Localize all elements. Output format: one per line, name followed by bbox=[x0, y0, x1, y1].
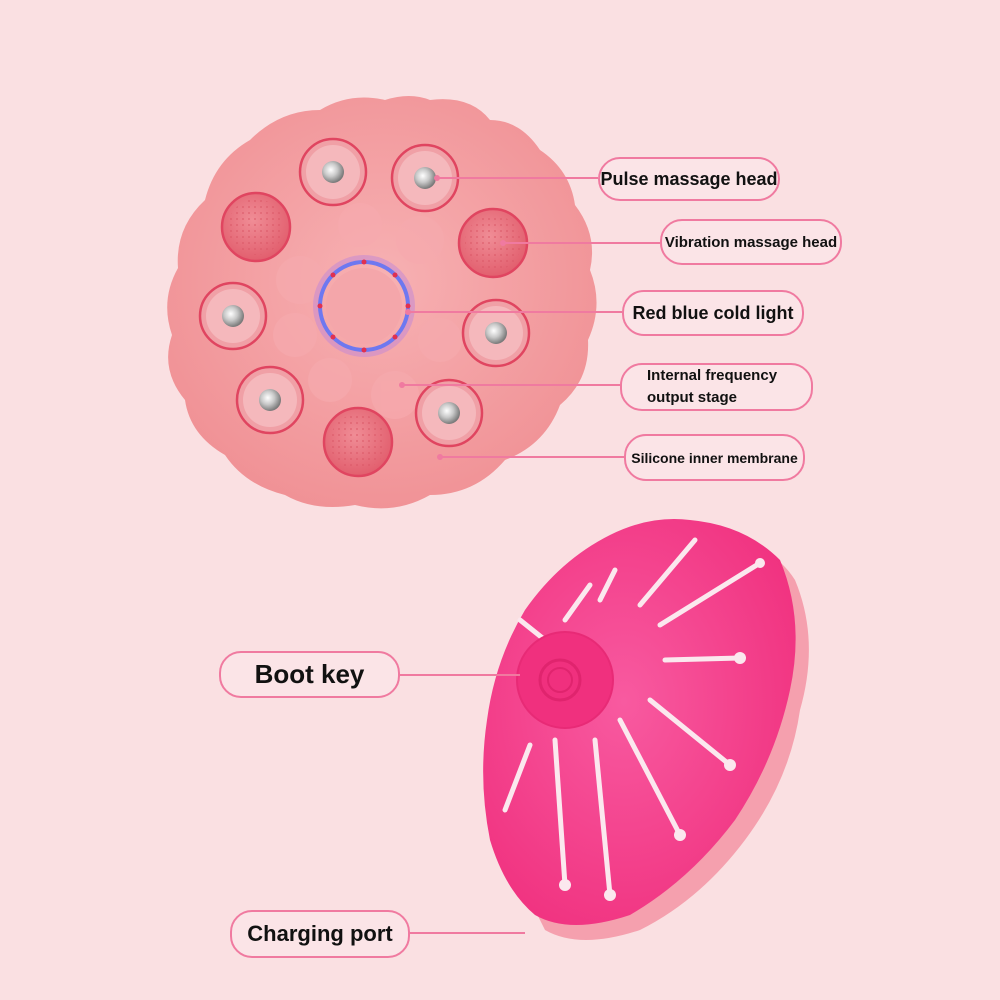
pulse-head-4 bbox=[461, 298, 531, 368]
pulse-head-6 bbox=[414, 378, 484, 448]
vibration-head-2 bbox=[457, 207, 529, 279]
label-boot-key: Boot key bbox=[219, 651, 400, 698]
label-red-blue-cold-light-text: Red blue cold light bbox=[632, 302, 794, 323]
boot-key bbox=[516, 631, 614, 729]
device-back-body bbox=[483, 519, 796, 925]
label-pulse-massage-head: Pulse massage head bbox=[598, 157, 780, 201]
label-charging-port: Charging port bbox=[230, 910, 410, 958]
pulse-head-1 bbox=[298, 137, 368, 207]
label-red-blue-cold-light: Red blue cold light bbox=[622, 290, 804, 336]
label-silicone-inner-membrane-text: Silicone inner membrane bbox=[631, 449, 798, 466]
light-ring bbox=[313, 255, 415, 357]
label-charging-port-text: Charging port bbox=[247, 921, 393, 946]
pulse-head-5 bbox=[235, 365, 305, 435]
label-silicone-inner-membrane: Silicone inner membrane bbox=[624, 434, 805, 481]
label-internal-frequency-line1: Internal frequency bbox=[647, 367, 778, 384]
vibration-head-1 bbox=[220, 191, 292, 263]
device-back bbox=[483, 519, 809, 940]
label-vibration-massage-head: Vibration massage head bbox=[660, 219, 842, 265]
device-front bbox=[167, 96, 597, 509]
leader-dots bbox=[399, 175, 506, 460]
pulse-head-3 bbox=[198, 281, 268, 351]
label-internal-frequency: Internal frequency output stage bbox=[620, 363, 813, 411]
vibration-head-3 bbox=[322, 406, 394, 478]
label-pulse-massage-head-text: Pulse massage head bbox=[600, 168, 778, 189]
leader-lines bbox=[400, 177, 660, 934]
label-internal-frequency-line2: output stage bbox=[647, 389, 737, 406]
label-boot-key-text: Boot key bbox=[254, 659, 365, 689]
label-vibration-massage-head-text: Vibration massage head bbox=[664, 233, 838, 251]
